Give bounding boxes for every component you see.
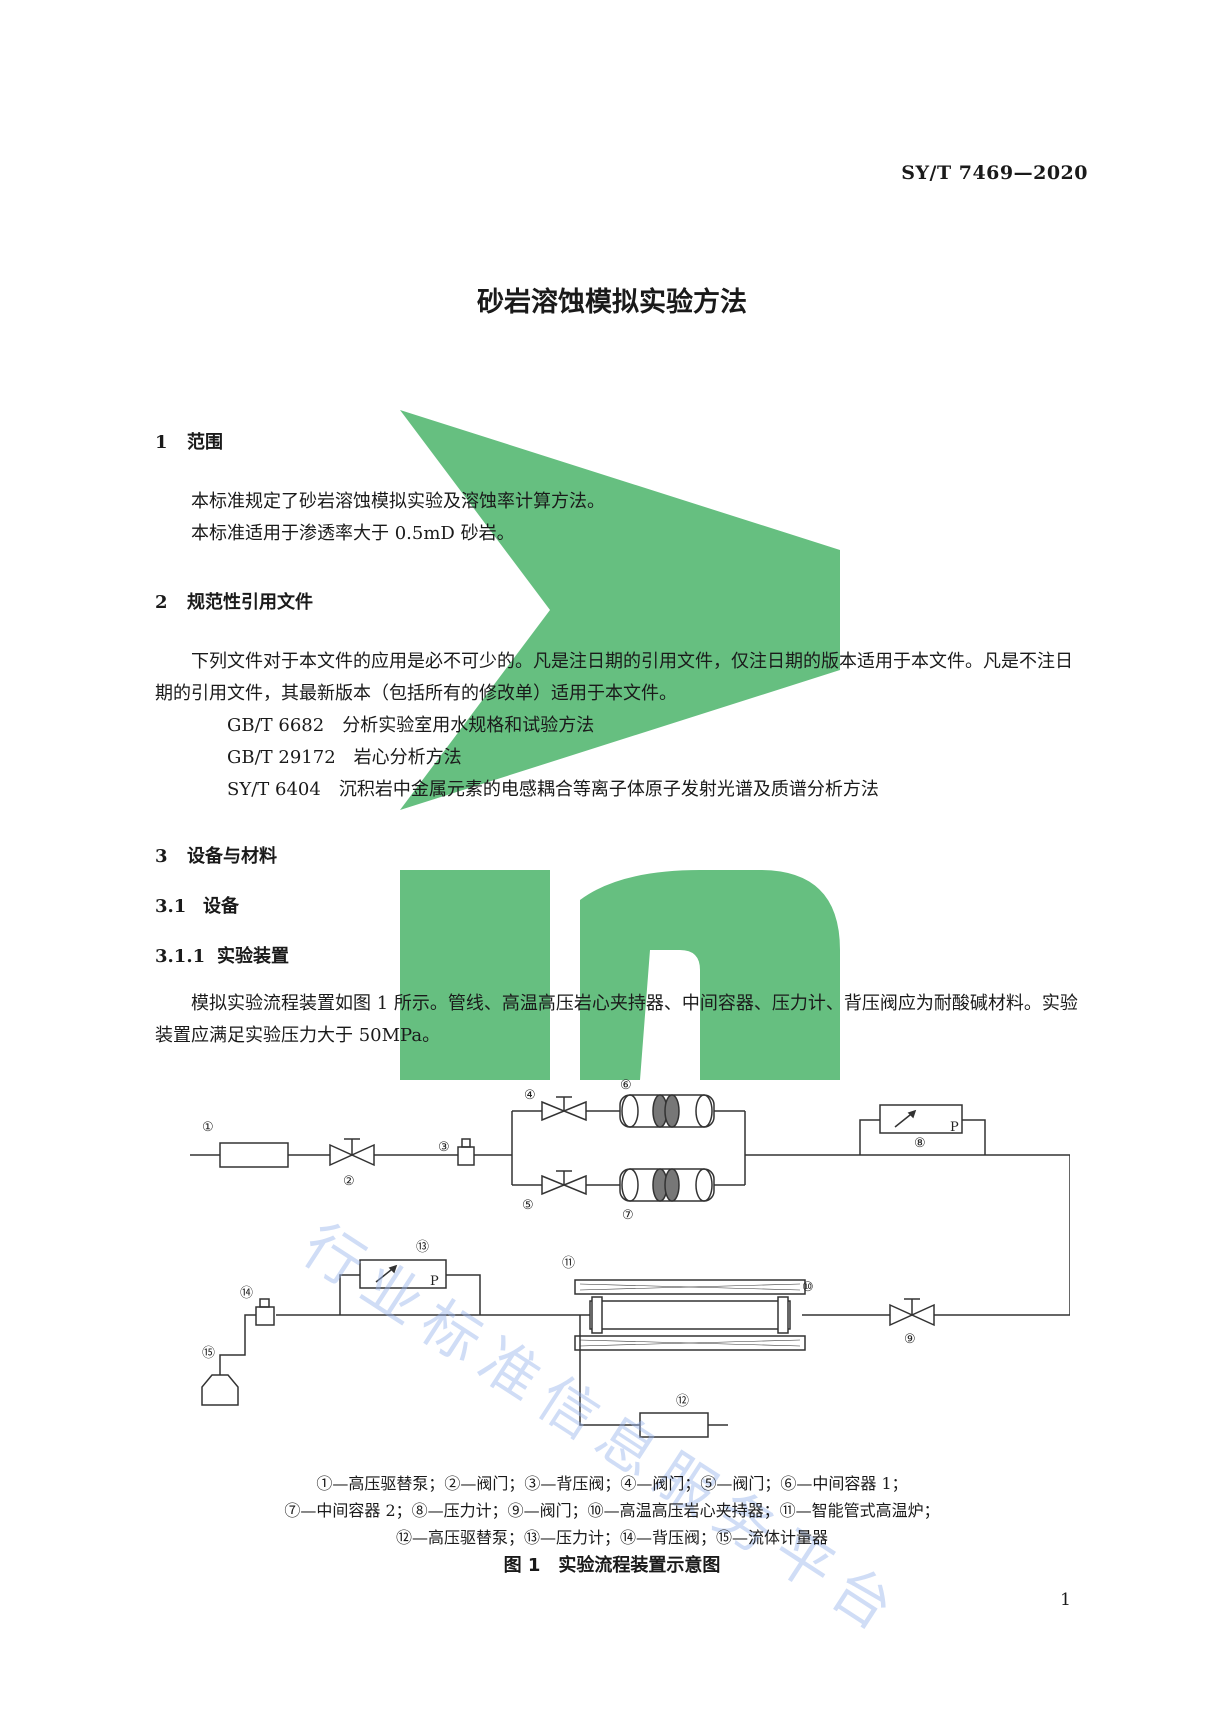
paragraph: 本标准规定了砂岩溶蚀模拟实验及溶蚀率计算方法。 — [191, 491, 605, 512]
section-number: 2 — [155, 592, 168, 613]
reference-item: GB/T 29172 岩心分析方法 — [155, 742, 1087, 774]
figure-legend-line: ①—高压驱替泵；②—阀门；③—背压阀；④—阀门；⑤—阀门；⑥—中间容器 1； — [316, 1474, 908, 1493]
label-15: ⑮ — [202, 1346, 215, 1361]
section-title: 设备 — [203, 896, 239, 917]
reference-code: GB/T 6682 — [227, 715, 325, 736]
valve-4-icon — [541, 1096, 587, 1122]
figure-title: 图 1 实验流程装置示意图 — [503, 1555, 721, 1576]
fluid-meter-15-icon — [201, 1374, 239, 1406]
section-title: 设备与材料 — [187, 846, 277, 867]
back-pressure-valve-3-icon — [457, 1138, 475, 1166]
figure-legend-line: ⑫—高压驱替泵；⑬—压力计；⑭—背压阀；⑮—流体计量器 — [395, 1528, 828, 1547]
valve-2-icon — [329, 1138, 375, 1167]
label-7: ⑦ — [622, 1208, 634, 1223]
reference-name: 岩心分析方法 — [353, 747, 462, 768]
pressure-gauge-13-icon — [339, 1259, 481, 1315]
standard-code: SY/T 7469—2020 — [901, 162, 1088, 184]
label-5: ⑤ — [522, 1198, 534, 1213]
reference-name: 分析实验室用水规格和试验方法 — [342, 715, 595, 736]
figure-legend-line: ⑦—中间容器 2；⑧—压力计；⑨—阀门；⑩—高温高压岩心夹持器；⑪—智能管式高温… — [284, 1501, 940, 1520]
label-10: ⑩ — [802, 1280, 814, 1295]
label-11: ⑪ — [562, 1256, 575, 1271]
label-3: ③ — [438, 1140, 450, 1155]
section-number: 1 — [155, 432, 168, 453]
page-number: 1 — [1060, 1590, 1071, 1610]
valve-9-icon — [889, 1298, 935, 1327]
watermark-logo-lower-shape — [400, 870, 840, 1080]
experiment-flow-diagram: ① ② ③ ④ ⑤ ⑥ ⑦ ⑧ P ⑨ ⑩ ⑪ ⑫ ⑬ P ⑭ ⑮ — [190, 1078, 1070, 1438]
section-3-1-1-heading: 3.1.1 实验装置 — [155, 942, 289, 968]
section-3-1-1-paragraph: 模拟实验流程装置如图 1 所示。管线、高温高压岩心夹持器、中间容器、压力计、背压… — [155, 993, 1078, 1046]
section-title: 范围 — [187, 432, 223, 453]
reference-code: SY/T 6404 — [227, 779, 321, 800]
core-holder-10-icon — [589, 1296, 791, 1334]
pump-1-body — [219, 1142, 289, 1168]
section-number: 3.1.1 — [155, 946, 206, 967]
reference-code: GB/T 29172 — [227, 747, 336, 768]
high-temp-furnace-11-icon — [574, 1279, 806, 1351]
section-3-heading: 3 设备与材料 — [155, 842, 277, 868]
paragraph: 本标准适用于渗透率大于 0.5mD 砂岩。 — [191, 523, 515, 544]
figure-legend: ①—高压驱替泵；②—阀门；③—背压阀；④—阀门；⑤—阀门；⑥—中间容器 1； ⑦… — [0, 1470, 1224, 1551]
label-6: ⑥ — [620, 1078, 632, 1093]
watermark-logo-upper-shape — [400, 410, 840, 810]
gauge-8-letter: P — [950, 1120, 959, 1135]
label-2: ② — [343, 1174, 355, 1189]
label-13: ⑬ — [416, 1240, 429, 1255]
intermediate-container-2-icon — [619, 1168, 715, 1202]
reference-name: 沉积岩中金属元素的电感耦合等离子体原子发射光谱及质谱分析方法 — [338, 779, 879, 800]
gauge-13-letter: P — [430, 1274, 439, 1289]
valve-5-icon — [541, 1170, 587, 1196]
section-2-body: 下列文件对于本文件的应用是必不可少的。凡是注日期的引用文件，仅注日期的版本适用于… — [155, 646, 1087, 806]
intermediate-container-1-icon — [619, 1094, 715, 1128]
label-9: ⑨ — [904, 1332, 916, 1347]
pipe-line — [219, 1314, 256, 1375]
pressure-gauge-8-icon — [859, 1104, 986, 1155]
label-4: ④ — [524, 1088, 536, 1103]
back-pressure-valve-14-icon — [255, 1298, 275, 1326]
section-2-heading: 2 规范性引用文件 — [155, 588, 313, 614]
paragraph: 下列文件对于本文件的应用是必不可少的。凡是注日期的引用文件，仅注日期的版本适用于… — [155, 651, 1073, 704]
label-8: ⑧ — [914, 1136, 926, 1151]
reference-item: GB/T 6682 分析实验室用水规格和试验方法 — [155, 710, 1087, 742]
section-1-body: 本标准规定了砂岩溶蚀模拟实验及溶蚀率计算方法。 本标准适用于渗透率大于 0.5m… — [155, 486, 1085, 550]
label-1: ① — [202, 1120, 214, 1135]
section-number: 3.1 — [155, 896, 187, 917]
pipe-line — [579, 1315, 640, 1426]
reference-item: SY/T 6404 沉积岩中金属元素的电感耦合等离子体原子发射光谱及质谱分析方法 — [155, 774, 1087, 806]
watermark-logo — [400, 410, 840, 1080]
label-12: ⑫ — [676, 1394, 689, 1409]
document-title: 砂岩溶蚀模拟实验方法 — [477, 287, 747, 318]
section-1-heading: 1 范围 — [155, 428, 223, 454]
section-number: 3 — [155, 846, 168, 867]
section-title: 规范性引用文件 — [187, 592, 313, 613]
section-title: 实验装置 — [217, 946, 289, 967]
label-14: ⑭ — [240, 1286, 253, 1301]
section-3-1-heading: 3.1 设备 — [155, 892, 239, 918]
